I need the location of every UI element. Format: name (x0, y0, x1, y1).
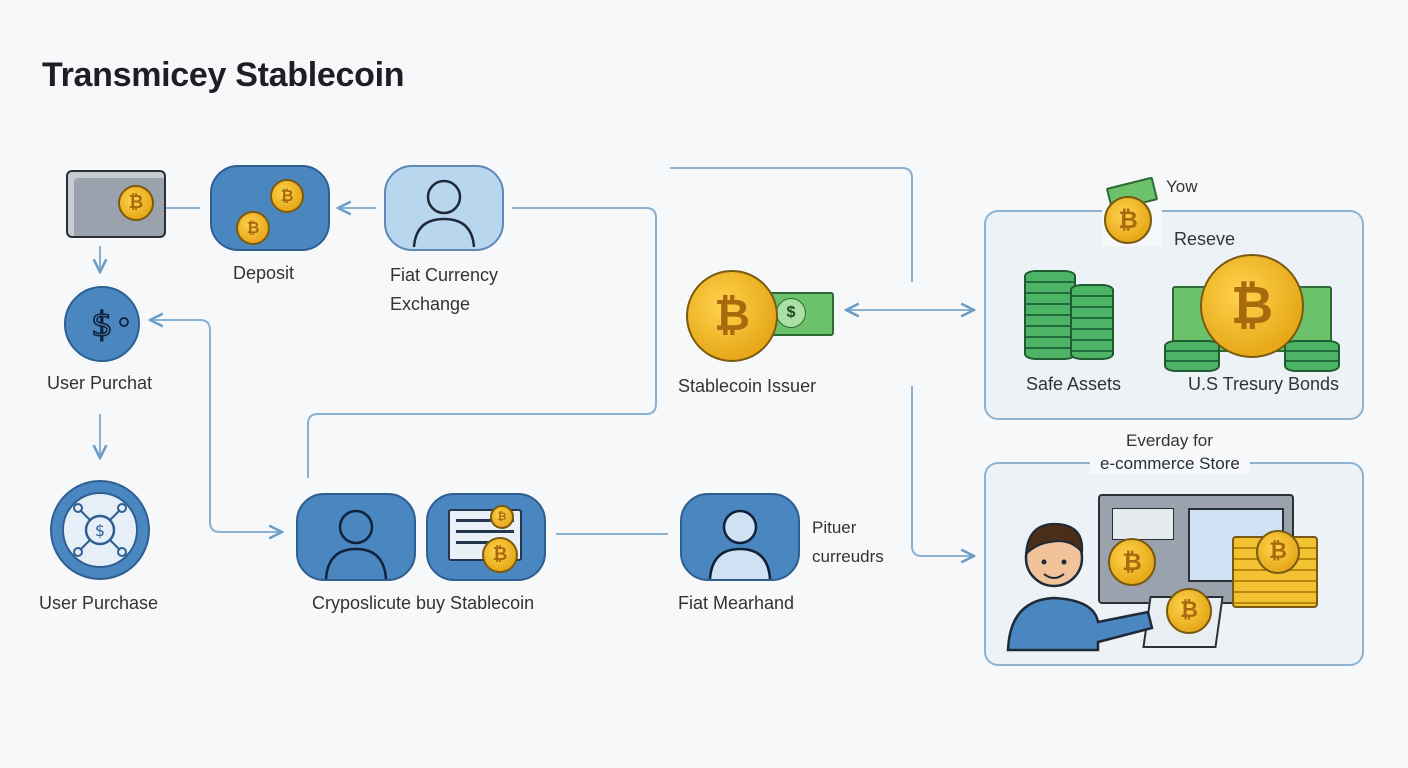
coin-icon: ₿ (490, 505, 514, 529)
fiat-merchant-node (680, 493, 800, 581)
coin-icon: ₿ (1108, 538, 1156, 586)
rituer-label-1: Pituer (812, 518, 857, 537)
fiat-exchange-label-2: Exchange (390, 294, 471, 314)
person-icon (708, 509, 772, 580)
everyday-label-1: Everday for (1126, 431, 1213, 450)
treasury-label: U.S Tresury Bonds (1188, 374, 1340, 394)
coin-icon: ₿ (1104, 196, 1152, 244)
coin-icon: ₿ (236, 211, 270, 245)
reserve-badge: ₿ (1102, 176, 1162, 246)
issuer-label: Stablecoin Issuer (678, 376, 817, 396)
receipt-screen (1112, 508, 1174, 540)
rituer-label-2: curreudrs (812, 547, 884, 566)
coin-icon: ₿ (1256, 530, 1300, 574)
coin-icon: ₿ (1166, 588, 1212, 634)
wallet-card: ₿ (66, 170, 166, 238)
safe-assets-icon (1022, 266, 1114, 362)
user-purchat-node: $ (64, 286, 140, 362)
connector-top (670, 167, 913, 282)
user-purchase-node: $ (50, 480, 150, 580)
svg-text:$: $ (91, 305, 113, 345)
deposit-label: Deposit (233, 263, 295, 283)
fiat-exchange-label-1: Fiat Currency (390, 265, 499, 285)
reserve-label: Reseve (1174, 229, 1236, 249)
safe-assets-label: Safe Assets (1026, 374, 1122, 394)
page-title: Transmicey Stablecoin (42, 56, 405, 94)
network-icon: $ (73, 503, 127, 557)
shopper-icon (1006, 522, 1154, 652)
coin-icon: ₿ (1200, 254, 1304, 358)
connector-exchange-loop (307, 207, 657, 478)
yow-label: Yow (1166, 177, 1198, 196)
fiat-exchange-node (384, 165, 504, 251)
arrow-to-crypto (199, 319, 282, 532)
stablecoin-issuer-icon: $ ₿ (686, 268, 836, 364)
arrow-to-store (911, 386, 974, 556)
coin-icon: ₿ (482, 537, 518, 573)
crypto-exchange-node: ₿ ₿ (426, 493, 546, 581)
coin-icon: ₿ (686, 270, 778, 362)
treasury-bonds-icon: ₿ (1164, 254, 1340, 372)
crypto-buyer-node (296, 493, 416, 581)
person-icon (412, 179, 476, 248)
coin-icon: ₿ (118, 185, 154, 221)
user-purchase-label: User Purchase (39, 593, 159, 613)
fiat-merchant-label: Fiat Mearhand (678, 593, 795, 613)
svg-text:$: $ (95, 521, 105, 540)
coin-icon: ₿ (270, 179, 304, 213)
crypto-buy-label: Cryposlicute buy Stablecoin (312, 593, 535, 613)
deposit-node: ₿ ₿ (210, 165, 330, 251)
everyday-label-2: e-commerce Store (1090, 454, 1250, 474)
person-icon (324, 509, 388, 580)
dollar-link-icon: $ (90, 304, 129, 346)
user-purchat-label: User Purchat (47, 373, 153, 393)
